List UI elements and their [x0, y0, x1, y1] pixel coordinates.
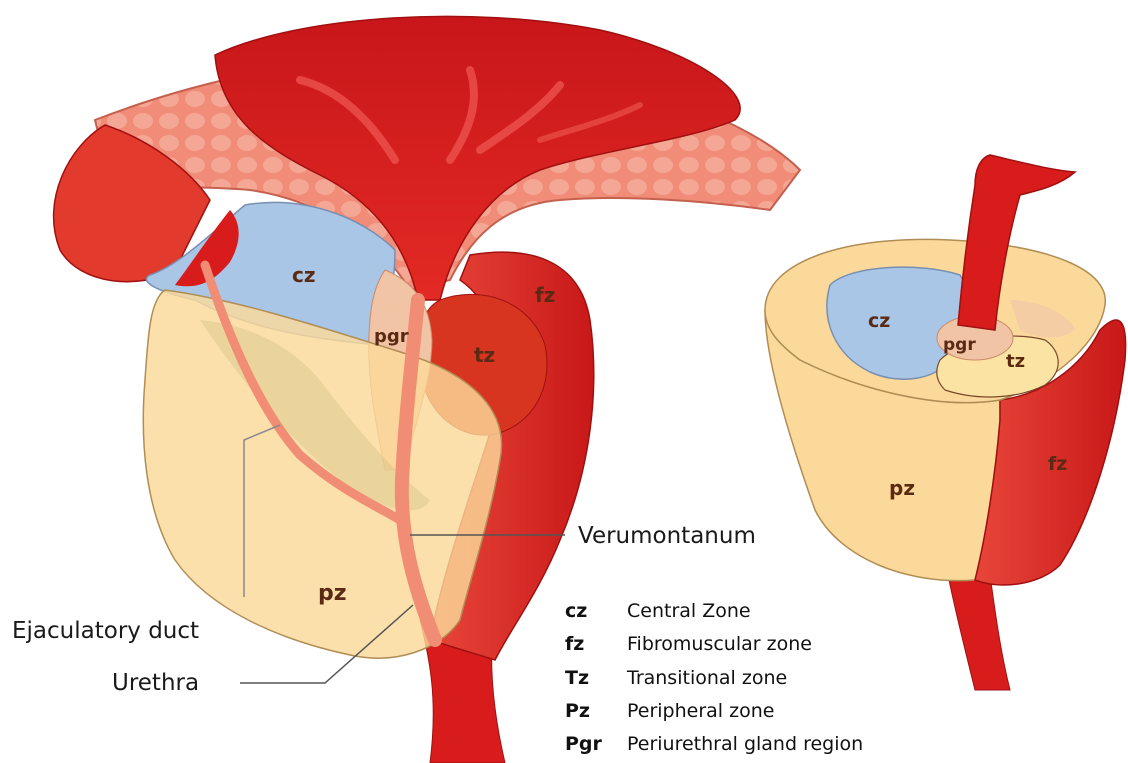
legend: cz Central Zone fz Fibromuscular zone Tz…	[565, 600, 863, 755]
membranous-urethra-right	[948, 575, 1010, 690]
legend-desc: Transitional zone	[626, 667, 787, 689]
label-pz-left: pz	[318, 581, 347, 606]
label-cz-left: cz	[292, 263, 316, 287]
ejaculatory-duct-label: Ejaculatory duct	[12, 618, 199, 644]
label-pgr-right: pgr	[943, 335, 976, 355]
label-fz-left: fz	[535, 283, 555, 307]
label-pz-right: pz	[889, 476, 915, 500]
urethra-label: Urethra	[112, 670, 199, 696]
legend-item-tz: Tz Transitional zone	[565, 667, 787, 689]
label-tz-left: tz	[474, 343, 495, 367]
legend-abbr: Tz	[565, 667, 589, 689]
label-fz-right: fz	[1048, 453, 1067, 475]
verumontanum-label: Verumontanum	[578, 523, 756, 549]
legend-desc: Peripheral zone	[627, 700, 774, 722]
legend-item-fz: fz Fibromuscular zone	[565, 633, 812, 655]
legend-abbr: Pz	[565, 700, 590, 722]
label-cz-right: cz	[868, 310, 890, 332]
label-pgr-left: pgr	[374, 326, 409, 347]
legend-item-pgr: Pgr Periurethral gland region	[565, 733, 863, 755]
right-prostate-illustration: cz pgr tz fz pz	[765, 155, 1126, 690]
legend-desc: Central Zone	[627, 600, 751, 622]
legend-desc: Periurethral gland region	[627, 733, 863, 755]
legend-desc: Fibromuscular zone	[627, 633, 812, 655]
legend-abbr: cz	[565, 600, 587, 622]
label-tz-right: tz	[1006, 351, 1025, 372]
legend-item-cz: cz Central Zone	[565, 600, 751, 622]
legend-item-pz: Pz Peripheral zone	[565, 700, 774, 722]
legend-abbr: Pgr	[565, 733, 603, 755]
legend-abbr: fz	[565, 633, 584, 655]
